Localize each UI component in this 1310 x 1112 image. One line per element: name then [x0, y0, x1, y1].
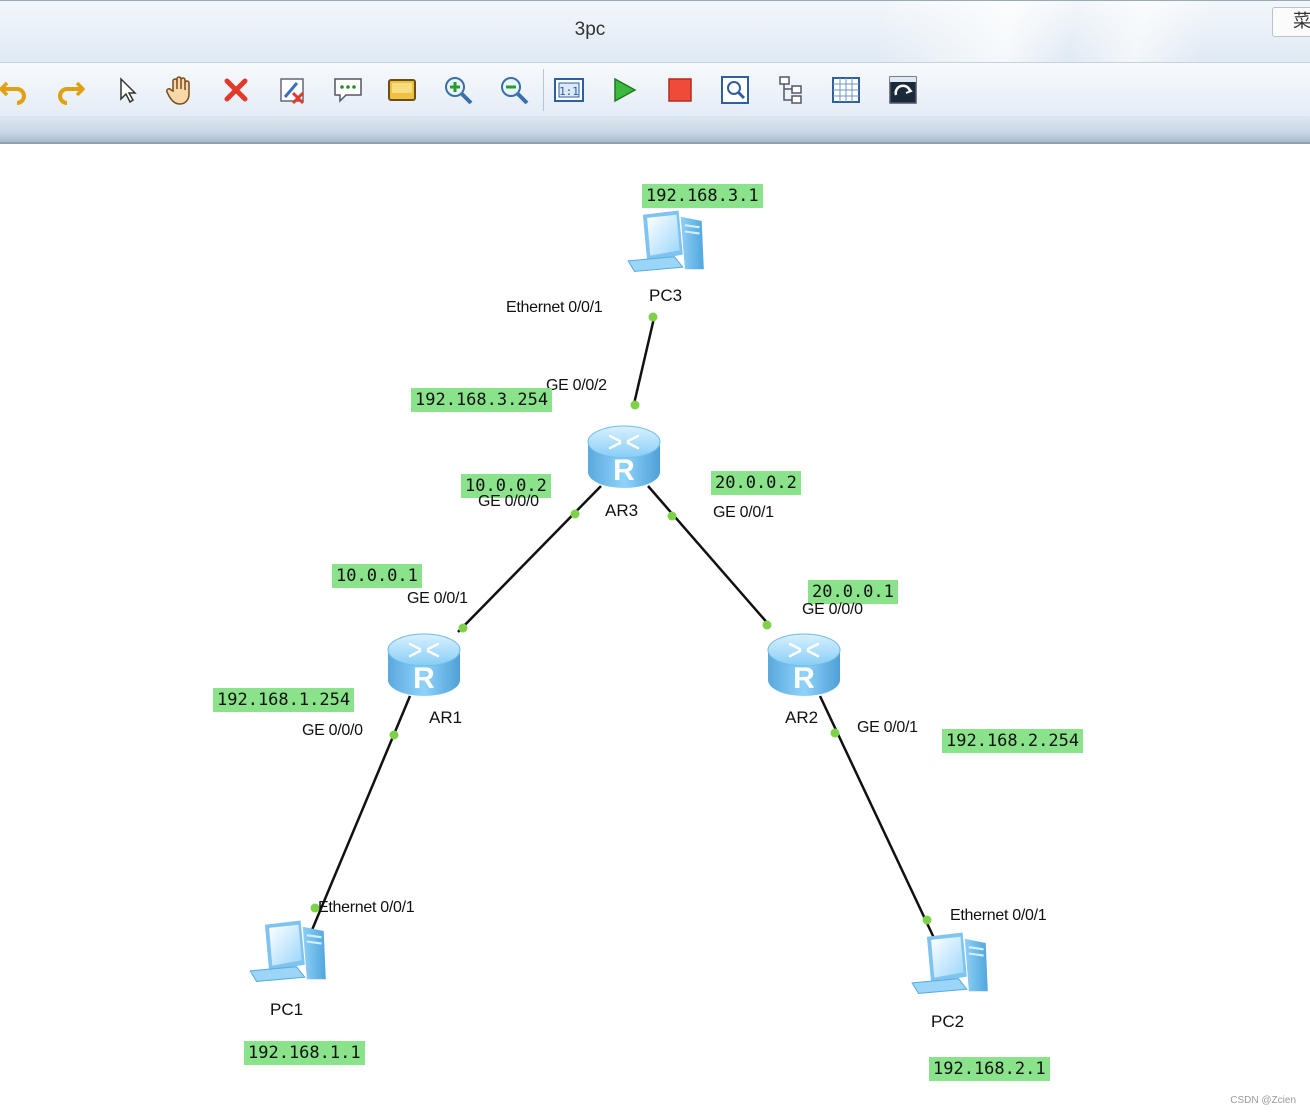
zoom-out-button[interactable] [494, 71, 534, 109]
undo-icon [0, 81, 26, 105]
zoom-out-icon [501, 77, 529, 105]
port-dot[interactable] [667, 511, 677, 521]
pointer-icon [120, 77, 137, 104]
ar2-name: AR2 [785, 708, 819, 727]
palette-button[interactable] [382, 71, 422, 109]
window-title: 3pc [574, 19, 606, 40]
ar3-ip-ar2[interactable]: 20.0.0.2 [711, 471, 801, 495]
grid-icon [832, 77, 860, 103]
ar1-port-pc1: GE 0/0/0 [302, 722, 363, 739]
ar3-router-icon[interactable] [586, 422, 662, 492]
console-button[interactable] [883, 71, 923, 109]
ar1-ip-pc1[interactable]: 192.168.1.254 [213, 688, 355, 712]
stop-icon [668, 78, 692, 102]
pan-button[interactable] [160, 71, 200, 109]
link-ar2-pc2[interactable] [818, 695, 936, 939]
topology-canvas[interactable]: PC3 192.168.3.1 Ethernet 0/0/1 AR3 GE 0/… [0, 142, 1310, 1112]
ar2-port-pc2: GE 0/0/1 [857, 719, 918, 736]
pc2-device-icon[interactable] [908, 930, 992, 998]
svg-text:1:1: 1:1 [559, 85, 579, 98]
delete-link-button[interactable] [272, 71, 312, 109]
play-icon [614, 77, 637, 103]
start-button[interactable] [604, 71, 644, 109]
redo-icon [58, 81, 85, 105]
port-dot[interactable] [389, 730, 399, 740]
toolbar: 1:1 [0, 62, 1310, 117]
fit-view-button[interactable]: 1:1 [549, 71, 589, 109]
pc1-name: PC1 [270, 1000, 304, 1019]
pc3-name: PC3 [649, 286, 683, 305]
port-dot[interactable] [762, 620, 772, 630]
console-icon [889, 76, 917, 104]
ar3-port-ar1: GE 0/0/0 [478, 493, 539, 510]
delete-link-icon [280, 78, 305, 105]
toolbar-separator [543, 69, 544, 111]
ar3-port-ar2: GE 0/0/1 [713, 504, 774, 521]
pc3-port-label: Ethernet 0/0/1 [506, 299, 603, 316]
ar3-ip-ar1[interactable]: 10.0.0.2 [461, 474, 551, 498]
undo-button[interactable] [0, 71, 34, 109]
pc1-ip-label[interactable]: 192.168.1.1 [244, 1041, 365, 1065]
toolbar-bottom-border [0, 116, 1310, 144]
speech-bubble-icon [334, 78, 362, 103]
pc2-port-label: Ethernet 0/0/1 [950, 907, 1047, 924]
ar3-port-pc3: GE 0/0/2 [546, 377, 607, 394]
zoom-in-icon [445, 77, 473, 105]
redo-button[interactable] [50, 71, 90, 109]
link-ar3-ar2[interactable] [647, 485, 771, 627]
pc2-name: PC2 [931, 1012, 965, 1031]
title-bar-gloss [880, 1, 1310, 63]
pc1-device-icon[interactable] [246, 918, 330, 986]
port-dot[interactable] [570, 509, 580, 519]
ar1-router-icon[interactable] [386, 630, 462, 700]
stop-button[interactable] [660, 71, 700, 109]
pc1-port-label: Ethernet 0/0/1 [318, 899, 415, 916]
menu-button[interactable]: 菜 [1272, 7, 1310, 37]
link-pc3-ar3[interactable] [632, 317, 656, 405]
select-button[interactable] [106, 71, 146, 109]
delete-button[interactable] [216, 71, 256, 109]
ar1-name: AR1 [429, 708, 463, 727]
title-bar: 3pc 菜 [0, 0, 1310, 63]
ar2-router-icon[interactable] [766, 630, 842, 700]
ar1-port-ar3: GE 0/0/1 [407, 590, 468, 607]
text-note-button[interactable] [328, 71, 368, 109]
port-dot[interactable] [458, 623, 468, 633]
ar2-ip-ar3[interactable]: 20.0.0.1 [808, 580, 898, 604]
hand-icon [166, 76, 190, 105]
ar2-ip-pc2[interactable]: 192.168.2.254 [942, 729, 1084, 753]
ar1-ip-ar3[interactable]: 10.0.0.1 [332, 564, 422, 588]
fit-icon: 1:1 [554, 78, 584, 102]
port-dot[interactable] [830, 728, 840, 738]
ar3-name: AR3 [605, 501, 639, 520]
capture-icon [721, 76, 749, 104]
port-dot[interactable] [310, 903, 320, 913]
ar3-ip-pc3[interactable]: 192.168.3.254 [411, 388, 553, 412]
ar2-port-ar3: GE 0/0/0 [802, 601, 863, 618]
links-layer [310, 312, 936, 939]
port-dot[interactable] [922, 915, 932, 925]
pc3-device-icon[interactable] [624, 208, 708, 276]
port-dot[interactable] [630, 400, 640, 410]
capture-button[interactable] [715, 71, 755, 109]
topology-icon [779, 76, 802, 104]
topology-button[interactable] [771, 71, 811, 109]
pc2-ip-label[interactable]: 192.168.2.1 [929, 1057, 1050, 1081]
delete-icon [224, 78, 248, 102]
watermark: CSDN @Zcien [1230, 1095, 1296, 1106]
grid-button[interactable] [826, 71, 866, 109]
port-dot[interactable] [648, 312, 658, 322]
pc3-ip-label[interactable]: 192.168.3.1 [642, 184, 763, 208]
palette-icon [388, 79, 416, 101]
zoom-in-button[interactable] [438, 71, 478, 109]
